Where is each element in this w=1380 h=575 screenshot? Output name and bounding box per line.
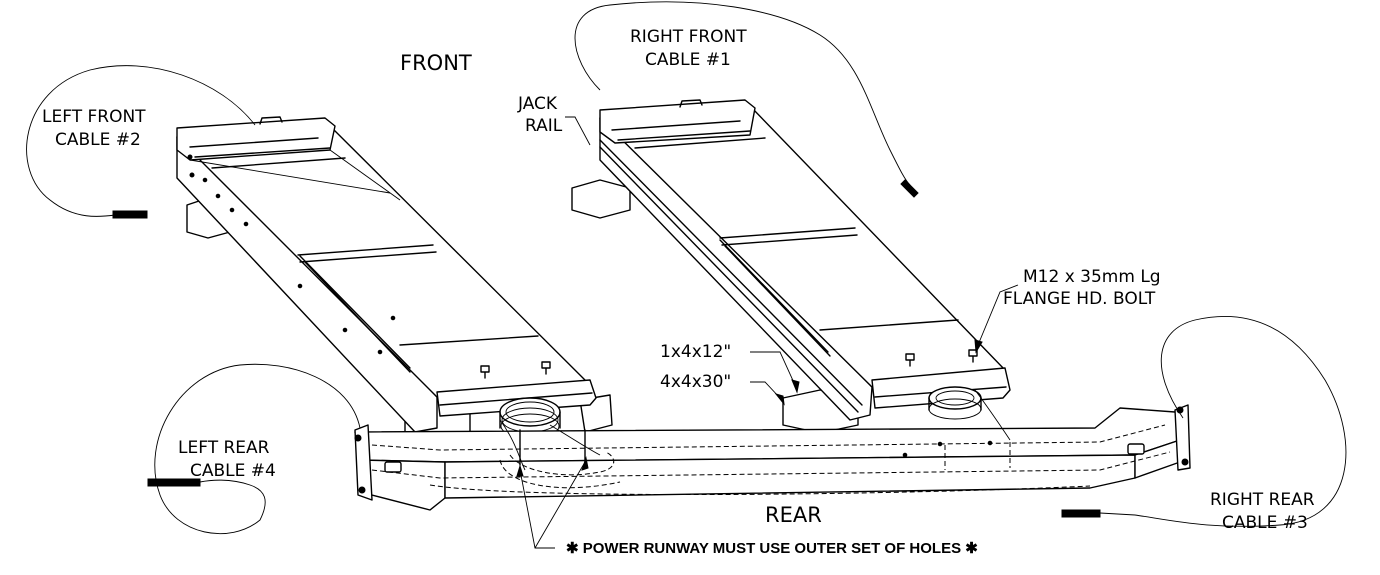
left-rear-cable	[154, 363, 361, 534]
left-rear-cable-label-2: CABLE #4	[190, 461, 276, 481]
jack-rail-label-2: RAIL	[525, 116, 563, 136]
left-front-cable-label-1: LEFT FRONT	[42, 107, 146, 127]
left-rear-cable-label-1: LEFT REAR	[178, 438, 270, 458]
wood-large-label: 4x4x30"	[660, 372, 731, 392]
bolt-label-2: FLANGE HD. BOLT	[1003, 289, 1156, 309]
rear-label: REAR	[765, 503, 822, 527]
labels: FRONT REAR RIGHT FRONT CABLE #1 LEFT FRO…	[42, 27, 1315, 557]
wood-small-label: 1x4x12"	[660, 342, 731, 362]
jack-rail-label-1: JACK	[517, 94, 558, 114]
power-runway-note: ✱ POWER RUNWAY MUST USE OUTER SET OF HOL…	[566, 540, 978, 557]
left-power-runway	[176, 116, 613, 441]
wood-large-leader	[750, 381, 781, 399]
cables	[26, 1, 1347, 534]
right-runway	[571, 99, 1011, 434]
jack-rail-leader	[565, 116, 591, 146]
right-front-cable	[574, 1, 911, 186]
left-front-cable-label-2: CABLE #2	[55, 130, 141, 150]
bolt-label-1: M12 x 35mm Lg	[1023, 267, 1161, 287]
right-front-cable-label-2: CABLE #1	[645, 50, 731, 70]
left-front-cable	[26, 65, 256, 217]
power-note-leader	[519, 461, 586, 549]
bolt-leader	[977, 284, 1019, 346]
wood-small-leader	[750, 351, 796, 386]
front-label: FRONT	[400, 51, 472, 75]
right-front-cable-label-1: RIGHT FRONT	[630, 27, 747, 47]
rear-cross-tube	[354, 404, 1191, 511]
right-rear-cable-label-1: RIGHT REAR	[1210, 490, 1315, 510]
right-rear-cable-label-2: CABLE #3	[1222, 513, 1308, 533]
right-rear-cable	[1134, 316, 1347, 527]
